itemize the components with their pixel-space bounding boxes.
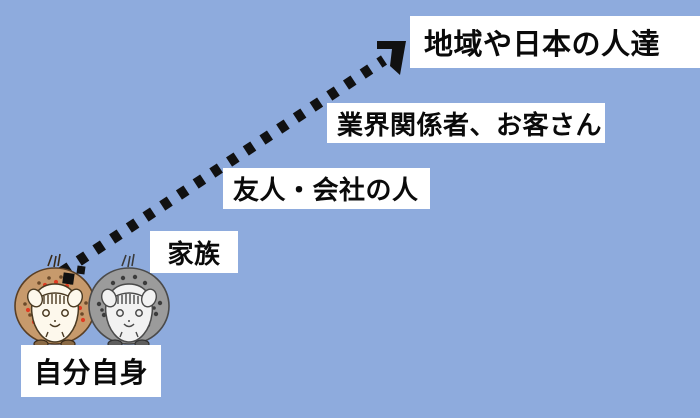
label-region-japan: 地域や日本の人達 — [410, 16, 700, 68]
hedgehog-brown-icon — [14, 253, 96, 349]
label-family: 家族 — [150, 231, 238, 273]
label-industry-customers: 業界関係者、お客さん — [327, 103, 605, 143]
label-self: 自分自身 — [21, 345, 161, 397]
label-friends-coworkers: 友人・会社の人 — [223, 168, 430, 209]
arrow-head-icon — [377, 41, 406, 75]
